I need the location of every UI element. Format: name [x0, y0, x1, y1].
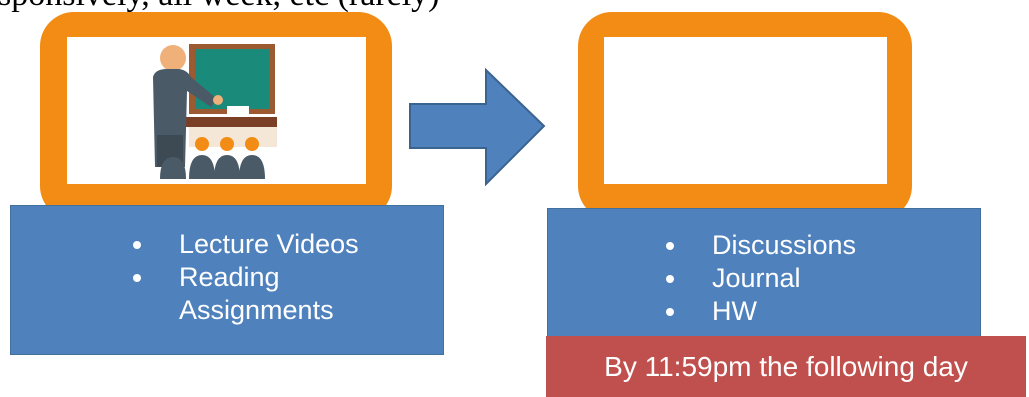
teacher-at-chalkboard-icon	[153, 44, 277, 179]
deadline-text: By 11:59pm the following day	[604, 350, 968, 382]
right-monitor-screen	[604, 37, 887, 184]
list-item: Discussions	[666, 229, 966, 262]
list-item: HW	[666, 295, 966, 328]
list-item: Reading Assignments	[133, 261, 349, 327]
left-content-panel: Lecture Videos Reading Assignments	[10, 205, 444, 355]
right-content-panel: Discussions Journal HW	[547, 208, 981, 350]
right-bullet-list: Discussions Journal HW	[666, 229, 966, 328]
left-monitor-screen	[67, 37, 366, 184]
cropped-header-text: sponsively, all week, etc (rarely)	[0, 0, 440, 14]
list-item: Lecture Videos	[133, 228, 433, 261]
left-bullet-list: Lecture Videos Reading Assignments	[133, 228, 433, 327]
right-arrow-icon	[409, 68, 546, 186]
deadline-banner: By 11:59pm the following day	[546, 336, 1026, 397]
list-item: Journal	[666, 262, 966, 295]
